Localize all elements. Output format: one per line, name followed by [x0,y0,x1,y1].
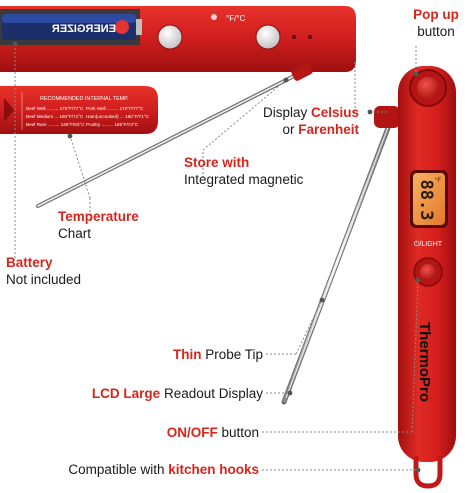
callout-store-title: Store with [184,155,250,170]
callout-hooks-dk: Compatible with [68,462,169,477]
callout-pop-up-title: Pop up [413,7,459,22]
top-probe [36,63,313,208]
callout-pop-up-sub: button [417,24,455,39]
temp-chart-row: Pork Well ......... 170°F/77°C [86,106,144,111]
callout-probe-dk: Probe Tip [201,347,263,362]
callout-battery: Battery Not included [6,254,81,288]
callout-celsius-c: or [282,122,299,137]
callout-temperature-sub: Chart [58,226,92,241]
callout-on-off: ON/OFF button [167,424,259,441]
chart-thermometer: RECOMMENDED INTERNAL TEMP. Beef Well ...… [0,86,158,134]
brand-logo: ThermoPro [416,322,433,402]
callout-store-magnetic: Store with Integrated magnetic [184,154,303,188]
callout-store-sub: Integrated magnetic [184,172,304,187]
callout-hooks-hl: kitchen hooks [168,462,259,477]
leader-lines [14,44,419,471]
svg-text:°F/°C: °F/°C [226,14,246,23]
callout-lcd-display: LCD Large Readout Display [92,385,263,402]
callout-onoff-hl: ON/OFF [166,425,218,440]
callout-lcd-hl: LCD Large [91,386,161,401]
temp-chart-row: Poultry ......... 165°F/74°C [86,122,139,127]
main-thermometer: 88.3 °F ⏻/LIGHT ThermoPro [281,66,456,489]
top-thermometer: ENERGIZER °F/°C [0,6,356,72]
callout-temperature-title: Temperature [58,209,139,224]
temp-chart-row: Beef Medium ... 160°F/71°C [26,114,84,119]
lcd-screen [413,173,445,225]
callout-lcd-dk: Readout Display [160,386,263,401]
battery-brand-text: ENERGIZER [52,23,116,35]
temp-chart-heading: RECOMMENDED INTERNAL TEMP. [40,96,129,102]
callout-pop-up-button: Pop up button [404,6,468,40]
callout-battery-sub: Not included [6,272,82,287]
leader-dots [12,41,421,473]
callout-display-celsius: Display Celsius or Farenheit [263,104,359,138]
callout-thin-probe: Thin Probe Tip [173,346,263,363]
callout-battery-title: Battery [6,255,53,270]
lcd-unit: °F [435,178,441,184]
callout-celsius-d: Farenheit [298,122,359,137]
callout-kitchen-hooks: Compatible with kitchen hooks [68,461,259,478]
temp-chart-row: Beef Well ......... 170°F/77°C [26,106,84,111]
callout-probe-hl: Thin [172,347,202,362]
callout-temperature-chart: Temperature Chart [58,208,139,242]
back-button-left [157,24,183,50]
callout-onoff-dk: button [217,425,259,440]
callout-celsius-b: Celsius [310,105,359,120]
temp-chart-row: Beef Rare ......... 145°F/63°C [26,122,85,127]
temp-chart-row: Ham(uncooked) ... 160°F/71°C [86,114,150,119]
lcd-reading: 88.3 [416,180,436,221]
callout-celsius-a: Display [262,105,311,120]
back-button-right [255,24,281,50]
power-light-label: ⏻/LIGHT [414,240,443,248]
